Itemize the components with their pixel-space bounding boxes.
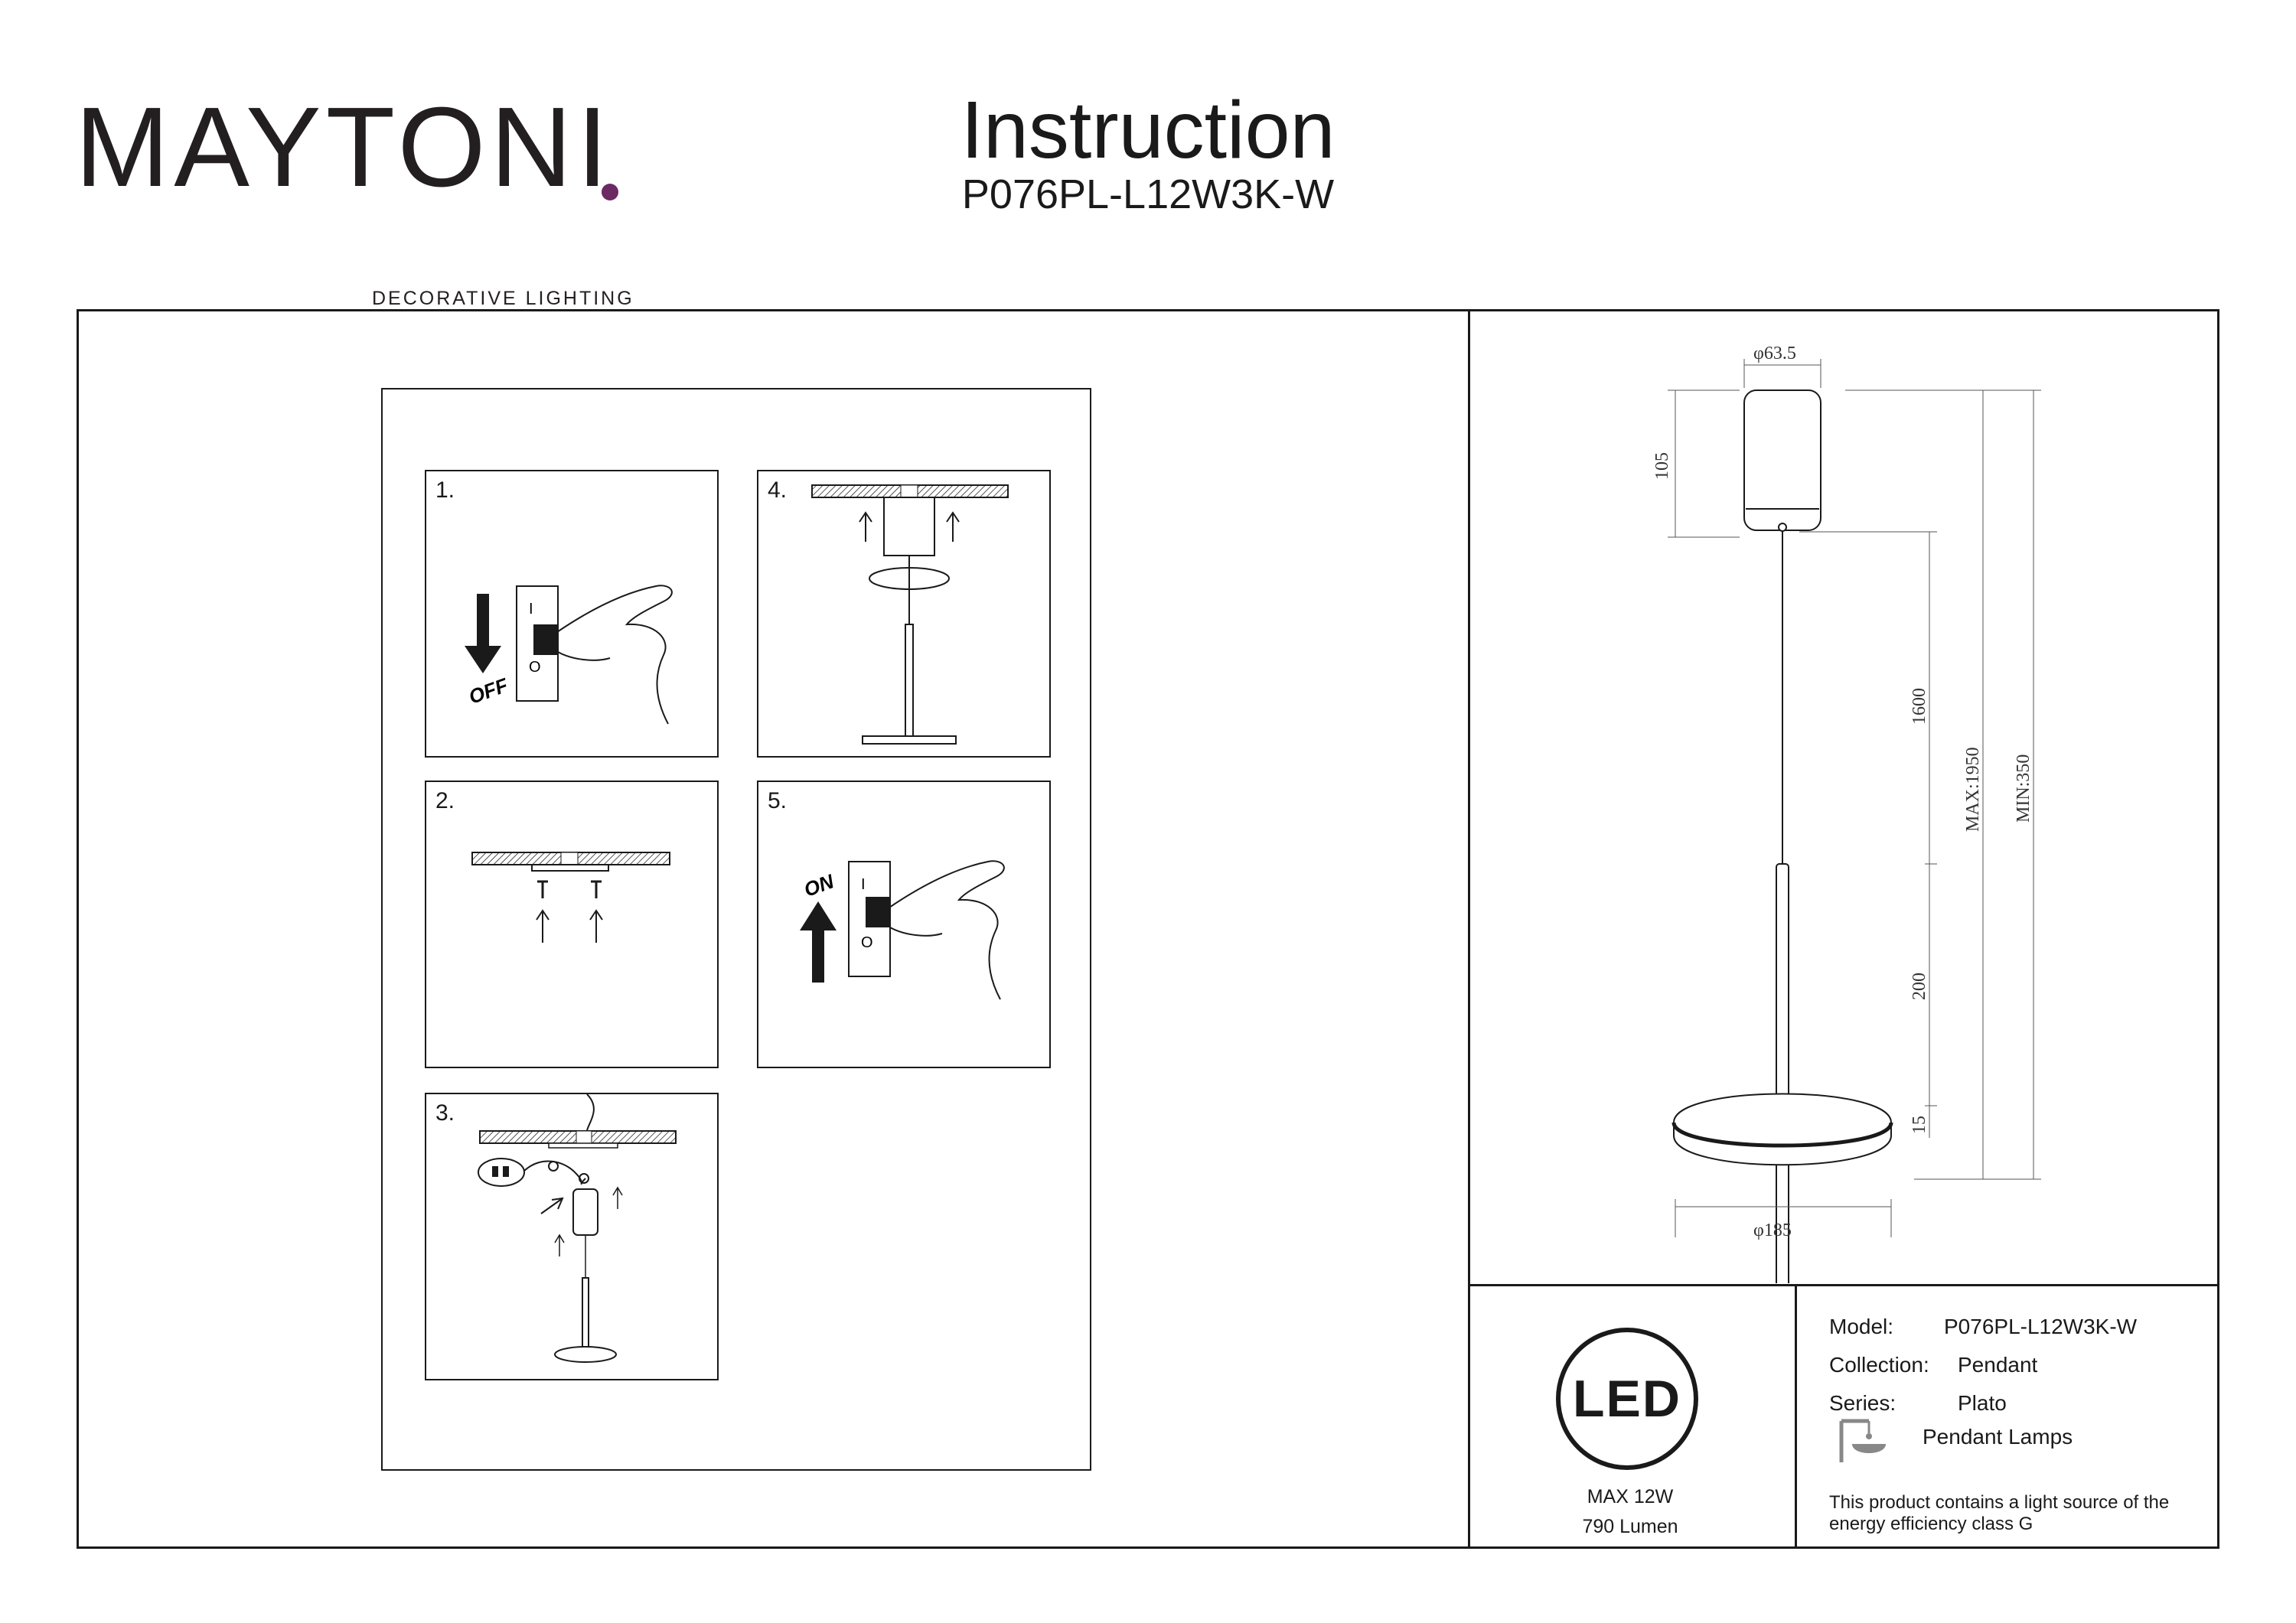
arrow-up-icon (536, 909, 550, 943)
spec-model-label: Model: (1829, 1315, 1894, 1338)
brand-accent-dot (602, 184, 618, 200)
switch-rocker (866, 897, 890, 927)
lamp-disc (1673, 1093, 1892, 1166)
switch-on-illustration: ON I O (800, 860, 1005, 1000)
mount-canopy-illustration (811, 484, 1009, 745)
spec-model-value: P076PL-L12W3K-W (1944, 1315, 2138, 1338)
dim-rod-length: 200 (1910, 973, 1929, 1000)
switch-off-mark: O (861, 934, 873, 951)
arrow-up-icon (554, 1234, 565, 1256)
document-title: Instruction (960, 85, 1336, 175)
on-label: ON (801, 869, 837, 901)
spec-category-value: Pendant Lamps (1923, 1425, 2073, 1449)
wire-icon (523, 1160, 586, 1185)
lamp-disc (862, 735, 957, 745)
frame-divider-vertical (1468, 309, 1470, 1549)
document-model-code: P076PL-L12W3K-W (961, 171, 1335, 217)
dimension-drawing: φ63.5 105 1600 200 15 MAX:1950 MIN:350 φ… (1652, 344, 2041, 1283)
wiring-illustration (478, 1094, 677, 1363)
step-number: 3. (435, 1100, 455, 1126)
step-3-panel: 3. (425, 1093, 719, 1380)
brand-name: MAYTONI (75, 84, 613, 210)
switch-off-mark: O (529, 659, 541, 676)
dim-disc-thickness: 15 (1910, 1116, 1929, 1134)
spec-series-value: Plato (1958, 1391, 2007, 1415)
arrow-up-icon (612, 1186, 623, 1209)
lamp-rod (905, 624, 914, 738)
led-badge-icon: LED (1556, 1328, 1698, 1470)
lumen-rating: 790 Lumen (1582, 1516, 1678, 1537)
spec-collection-value: Pendant (1958, 1353, 2038, 1377)
dim-disc-diameter: φ185 (1753, 1221, 1792, 1240)
brand-logo: MAYTONI DECORATIVE LIGHTING (75, 90, 632, 310)
arrow-up-icon (800, 901, 837, 983)
canopy (572, 1188, 598, 1236)
installation-steps-panel (381, 388, 1091, 1471)
dim-canopy-diameter: φ63.5 (1753, 344, 1796, 363)
step-number: 5. (768, 788, 788, 813)
spec-divider-vertical (1795, 1284, 1797, 1549)
arrow-icon (540, 1197, 564, 1214)
step-number: 2. (435, 788, 455, 813)
spec-collection-label: Collection: (1829, 1353, 1929, 1377)
energy-efficiency-note: This product contains a light source of … (1829, 1492, 2170, 1534)
screw-icon (591, 880, 602, 898)
mounting-bracket (531, 864, 609, 872)
frame-divider-horizontal (1468, 1284, 2219, 1286)
lamp-rod (582, 1277, 589, 1351)
switch-rocker (533, 624, 558, 655)
hand-icon (554, 585, 673, 725)
step-5-panel: 5. ON I O (757, 781, 1051, 1068)
screw-icon (537, 880, 548, 898)
switch-off-illustration: OFF I O (465, 585, 673, 725)
arrow-down-icon (465, 594, 501, 673)
power-rating: MAX 12W (1587, 1486, 1674, 1507)
content-frame (77, 309, 2219, 1549)
step-number: 1. (435, 477, 455, 503)
dim-cable-length: 1600 (1910, 688, 1929, 725)
dim-min-height: MIN:350 (2014, 754, 2033, 823)
lamp-disc (554, 1346, 617, 1363)
ceiling-screws-illustration (471, 852, 670, 943)
step-number: 4. (768, 477, 788, 503)
switch-on-mark: I (529, 601, 533, 618)
step-2-panel: 2. (425, 781, 719, 1068)
pendant-lamp-icon (1839, 1419, 1886, 1462)
off-label: OFF (465, 673, 511, 709)
dim-max-height: MAX:1950 (1963, 747, 1983, 832)
dim-canopy-height: 105 (1652, 452, 1672, 480)
step-4-panel: 4. (757, 470, 1051, 758)
brand-tagline: DECORATIVE LIGHTING (372, 288, 634, 309)
step-1-panel: 1. OFF I O (425, 470, 719, 758)
canopy (883, 497, 935, 556)
switch-on-mark: I (861, 876, 866, 893)
terminal-block-icon (478, 1158, 525, 1187)
hand-icon (886, 860, 1005, 1000)
arrow-up-icon (589, 909, 603, 943)
spec-series-label: Series: (1829, 1391, 1896, 1415)
arrow-up-icon (859, 511, 872, 542)
arrow-up-icon (946, 511, 960, 542)
mains-cable (586, 1094, 595, 1132)
